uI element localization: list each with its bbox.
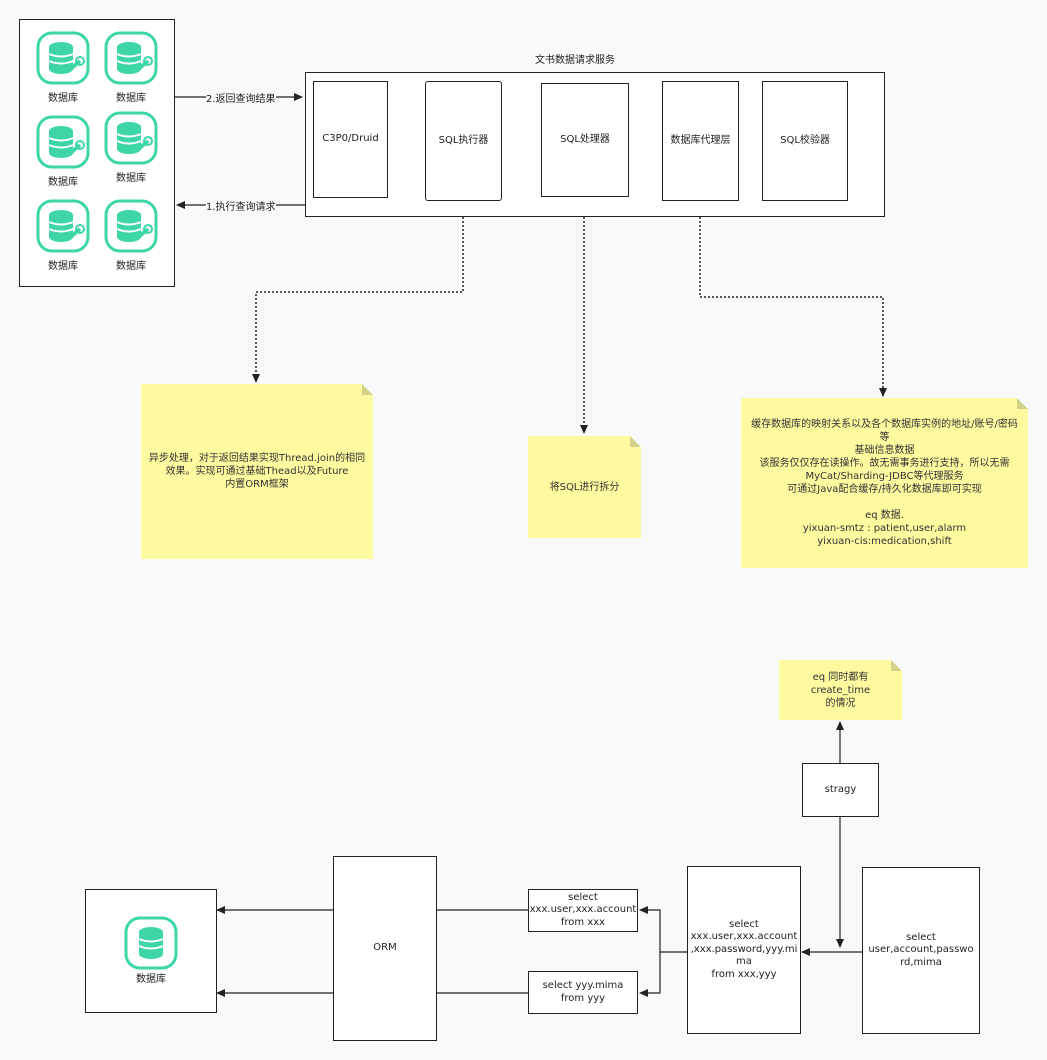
database-icon (104, 31, 158, 85)
db-label: 数据库 (136, 973, 166, 985)
database-icon (104, 111, 158, 165)
note-processor: 将SQL进行拆分 (528, 436, 641, 538)
strategy-box: stragy (802, 763, 879, 817)
db-node: 数据库 (33, 31, 93, 104)
sql-split-b-box: select yyy.mima from yyy (528, 971, 638, 1014)
component-sql-processor: SQL处理器 (541, 83, 629, 197)
db-node: 数据库 (33, 115, 93, 188)
dotted-proxy-note (699, 201, 887, 397)
component-c3p0: C3P0/Druid (313, 81, 388, 198)
sql-original-box: select user,account,passwo rd,mima (862, 867, 980, 1034)
db-node: 数据库 (101, 199, 161, 272)
db-label: 数据库 (48, 261, 78, 272)
target-db-box: 数据库 (85, 889, 217, 1013)
note-executor: 异步处理，对于返回结果实现Thread.join的相同 效果。实现可通过基础Th… (141, 384, 373, 559)
db-label: 数据库 (116, 261, 146, 272)
db-node: 数据库 (101, 31, 161, 104)
db-label: 数据库 (116, 173, 146, 184)
sql-split-a-box: select xxx.user,xxx.account from xxx (528, 889, 638, 932)
component-sql-executor: SQL执行器 (425, 81, 502, 201)
database-icon (36, 115, 90, 169)
db-cluster-container (19, 19, 175, 287)
arrow-joined-to-sql-a (639, 906, 687, 953)
database-icon (36, 199, 90, 253)
sql-joined-box: select xxx.user,xxx.account ,xxx.passwor… (687, 866, 801, 1034)
component-db-proxy: 数据库代理层 (662, 81, 739, 201)
label-return-result: 2.返回查询结果 (206, 90, 276, 105)
db-label: 数据库 (48, 177, 78, 188)
arrow-joined-to-sql-b (639, 952, 661, 997)
service-title: 文书数据请求服务 (535, 55, 615, 66)
database-icon (124, 916, 178, 970)
label-execute-query: 1.执行查询请求 (206, 198, 276, 213)
db-label: 数据库 (116, 93, 146, 104)
db-label: 数据库 (48, 93, 78, 104)
note-proxy: 缓存数据库的映射关系以及各个数据库实例的地址/账号/密码等 基础信息数据 该服务… (741, 398, 1028, 568)
note-strategy: eq 同时都有create_time 的情况 (779, 660, 902, 720)
db-node: 数据库 (101, 111, 161, 184)
database-icon (36, 31, 90, 85)
orm-box: ORM (333, 856, 437, 1041)
dotted-executor-note (252, 201, 464, 383)
component-sql-validator: SQL校验器 (762, 81, 848, 201)
db-node: 数据库 (33, 199, 93, 272)
database-icon (104, 199, 158, 253)
